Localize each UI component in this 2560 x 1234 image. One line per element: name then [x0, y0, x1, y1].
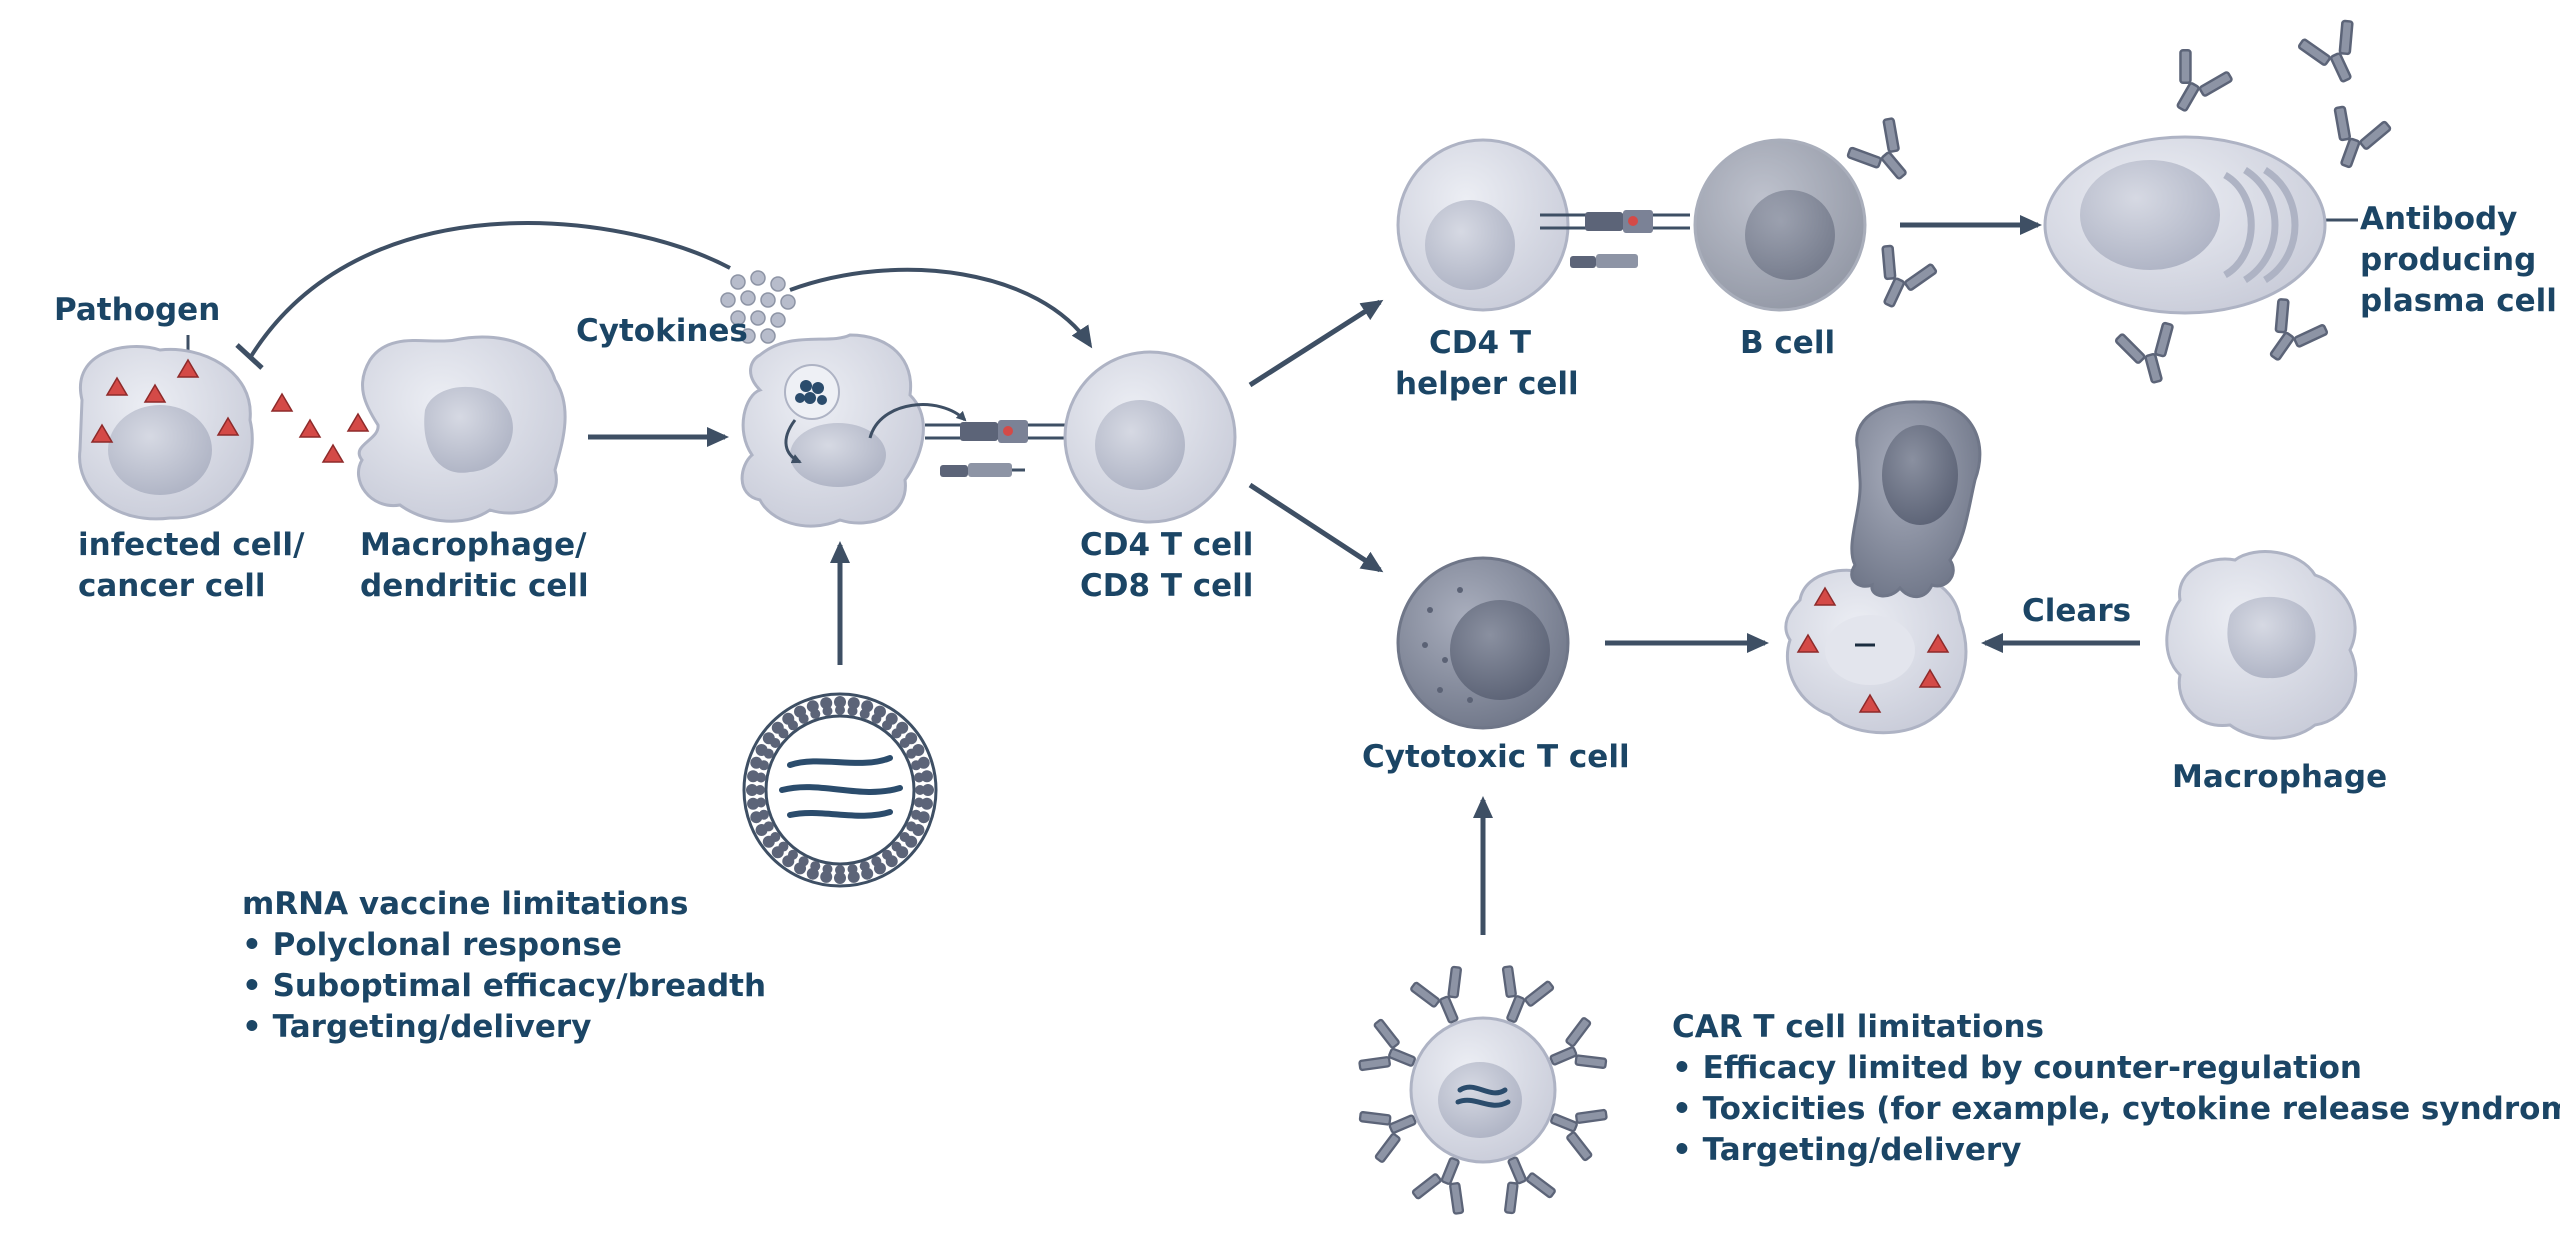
cd-t-cells-label: CD4 T cell CD8 T cell [1080, 527, 1254, 604]
antibody-icon [2269, 298, 2329, 361]
cytotoxic-t-cell [1396, 556, 1570, 730]
target-cell-lysis [1784, 400, 1982, 735]
antibody-icon [1358, 1018, 1416, 1072]
pathogen-particles [90, 358, 370, 463]
antibodies [1846, 19, 2392, 384]
mhc-tcr-complex [925, 420, 1070, 477]
mrna-limitation-item: • Polyclonal response [242, 927, 622, 963]
b-cell [1693, 138, 1867, 312]
mrna-vaccine-nanoparticle [742, 692, 938, 888]
antibody-icon [1501, 965, 1555, 1023]
cytokine-particles [720, 270, 796, 344]
antibody-icon [1410, 965, 1462, 1024]
inhibition-bar [235, 343, 264, 370]
antibody-icon [1504, 1156, 1556, 1215]
pathogen-label: Pathogen [54, 292, 221, 328]
cd4-cd8-t-cell [1063, 350, 1237, 524]
macrophage-cell [2165, 550, 2358, 740]
cytotoxic-t-cell-label: Cytotoxic T cell [1362, 739, 1630, 775]
feedback-inhibition-arc [248, 221, 731, 360]
antigen-presenting-cell [740, 333, 1070, 528]
antibody-icon [2114, 321, 2174, 384]
arrow-to-cytotoxic [1248, 482, 1384, 573]
car-t-limitations-block: CAR T cell limitations • Efficacy limite… [1672, 1007, 2560, 1171]
antibody-icon [1549, 1017, 1608, 1069]
clears-label: Clears [2022, 593, 2132, 629]
mrna-limitations-block: mRNA vaccine limitations • Polyclonal re… [242, 884, 766, 1048]
antibody-icon [1881, 244, 1938, 308]
car-t-cell [1358, 965, 1608, 1215]
macrophage-dendritic-cell [356, 335, 567, 523]
antibody-icon [2333, 105, 2392, 169]
macrophage-dendritic-label: Macrophage/ dendritic cell [360, 527, 589, 604]
mrna-limitations-title: mRNA vaccine limitations [242, 886, 689, 922]
car-t-limitation-item: • Efficacy limited by counter-regulation [1672, 1050, 2362, 1086]
cytokine-to-tcell-arc [789, 267, 1093, 349]
arrow-to-helper [1248, 299, 1384, 388]
mrna-limitation-item: • Targeting/delivery [242, 1009, 592, 1045]
plasma-cell [2043, 135, 2327, 315]
b-cell-label: B cell [1740, 325, 1836, 361]
antibody-icon [1358, 1111, 1417, 1163]
cytokines-label: Cytokines [576, 313, 748, 349]
car-t-limitation-item: • Toxicities (for example, cytokine rele… [1672, 1091, 2560, 1127]
cd4-helper-label: CD4 T helper cell [1395, 325, 1579, 402]
infected-cell [78, 345, 370, 521]
macrophage-label: Macrophage [2172, 759, 2388, 795]
antibody-icon [1550, 1108, 1608, 1162]
mrna-limitation-item: • Suboptimal efficacy/breadth [242, 968, 767, 1004]
antibody-icon [2297, 19, 2354, 83]
antibody-icon [1411, 1157, 1465, 1215]
arrows [186, 215, 2358, 935]
cd4-helper-cell [1396, 138, 1690, 312]
infected-cell-label: infected cell/ cancer cell [78, 527, 305, 604]
plasma-cell-label: Antibody producing plasma cell [2360, 201, 2557, 319]
antibody-icon [1846, 117, 1907, 180]
car-t-limitation-item: • Targeting/delivery [1672, 1132, 2022, 1168]
antibody-icon [2176, 49, 2233, 112]
car-t-limitations-title: CAR T cell limitations [1672, 1009, 2044, 1045]
